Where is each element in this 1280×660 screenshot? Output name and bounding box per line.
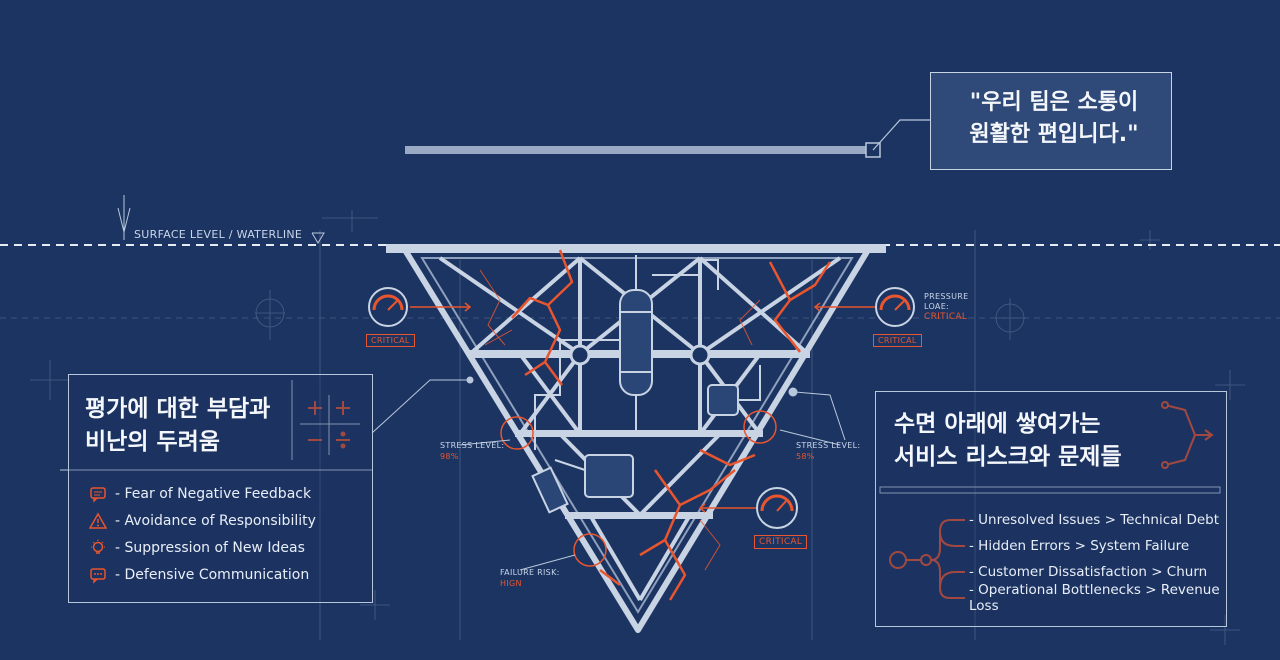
quote-box: "우리 팀은 소통이 원활한 편입니다." — [930, 72, 1172, 170]
critical-tag-right: CRITICAL — [873, 334, 922, 347]
critical-tag-left: CRITICAL — [366, 334, 415, 347]
right-panel: 수면 아래에 쌓여가는 서비스 리스크와 문제들 - Unresolved Is… — [875, 391, 1227, 627]
tree-diagram-icon — [889, 519, 965, 599]
quote-line-1: "우리 팀은 소통이 — [969, 90, 1139, 115]
left-panel: 평가에 대한 부담과 비난의 두려움 - Fear of Negative Fe… — [68, 374, 373, 603]
list-item: - Defensive Communication — [89, 561, 316, 588]
failure-risk-label: FAILURE RISK: — [500, 568, 560, 577]
stress-readout-left: STRESS LEVEL: 98% — [440, 440, 504, 462]
warning-icon — [89, 511, 107, 529]
list-item: - Unresolved Issues > Technical Debt — [969, 512, 1220, 528]
list-item: - Fear of Negative Feedback — [89, 480, 316, 507]
pressure-readout: PRESSURE LOAE: CRITICAL — [924, 292, 968, 322]
stress-readout-right: STRESS LEVEL: 58% — [796, 440, 860, 462]
pressure-label: PRESSURE — [924, 292, 969, 301]
list-item: - Hidden Errors > System Failure — [969, 538, 1190, 554]
stress-value-right: 58% — [796, 452, 815, 461]
left-panel-title-line-1: 평가에 대한 부담과 — [85, 396, 271, 422]
left-panel-title-line-2: 비난의 두려움 — [85, 429, 220, 455]
gauge-icon — [368, 287, 472, 327]
stress-label-right: STRESS LEVEL: — [796, 441, 861, 450]
pressure-label-2: LOAE: — [924, 302, 950, 311]
chat-icon — [90, 486, 106, 503]
left-panel-list: - Fear of Negative Feedback - Avoidance … — [89, 480, 316, 588]
math-operators-icon — [308, 401, 350, 449]
network-icon — [1161, 401, 1214, 469]
list-item: - Avoidance of Responsibility — [89, 507, 316, 534]
list-item: - Customer Dissatisfaction > Churn — [969, 564, 1208, 580]
list-item-text: - Defensive Communication — [115, 566, 310, 583]
list-item-text: - Avoidance of Responsibility — [115, 512, 316, 529]
pressure-value: CRITICAL — [924, 312, 968, 322]
failure-risk-readout: FAILURE RISK: HIGN — [500, 567, 560, 589]
right-panel-title: 수면 아래에 쌓여가는 서비스 리스크와 문제들 — [894, 408, 1122, 474]
stress-value-left: 98% — [440, 452, 459, 461]
right-panel-title-line-2: 서비스 리스크와 문제들 — [894, 444, 1122, 470]
right-panel-title-line-1: 수면 아래에 쌓여가는 — [894, 411, 1101, 437]
list-item-text: - Suppression of New Ideas — [115, 539, 305, 556]
critical-tag-bottom: CRITICAL — [754, 535, 808, 549]
lightbulb-icon — [91, 539, 105, 554]
waterline-label: SURFACE LEVEL / WATERLINE — [134, 228, 303, 241]
list-item: - Suppression of New Ideas — [89, 534, 316, 561]
quote-line-2: 원활한 편입니다." — [969, 122, 1139, 147]
right-panel-list: - Unresolved Issues > Technical Debt - H… — [969, 507, 1226, 614]
list-item: - Operational Bottlenecks > Revenue Loss — [969, 582, 1220, 614]
list-item-text: - Fear of Negative Feedback — [115, 485, 312, 502]
failure-risk-value: HIGN — [500, 579, 522, 588]
stress-label-left: STRESS LEVEL: — [440, 441, 505, 450]
message-alert-icon — [90, 567, 106, 584]
left-panel-title: 평가에 대한 부담과 비난의 두려움 — [85, 393, 270, 459]
